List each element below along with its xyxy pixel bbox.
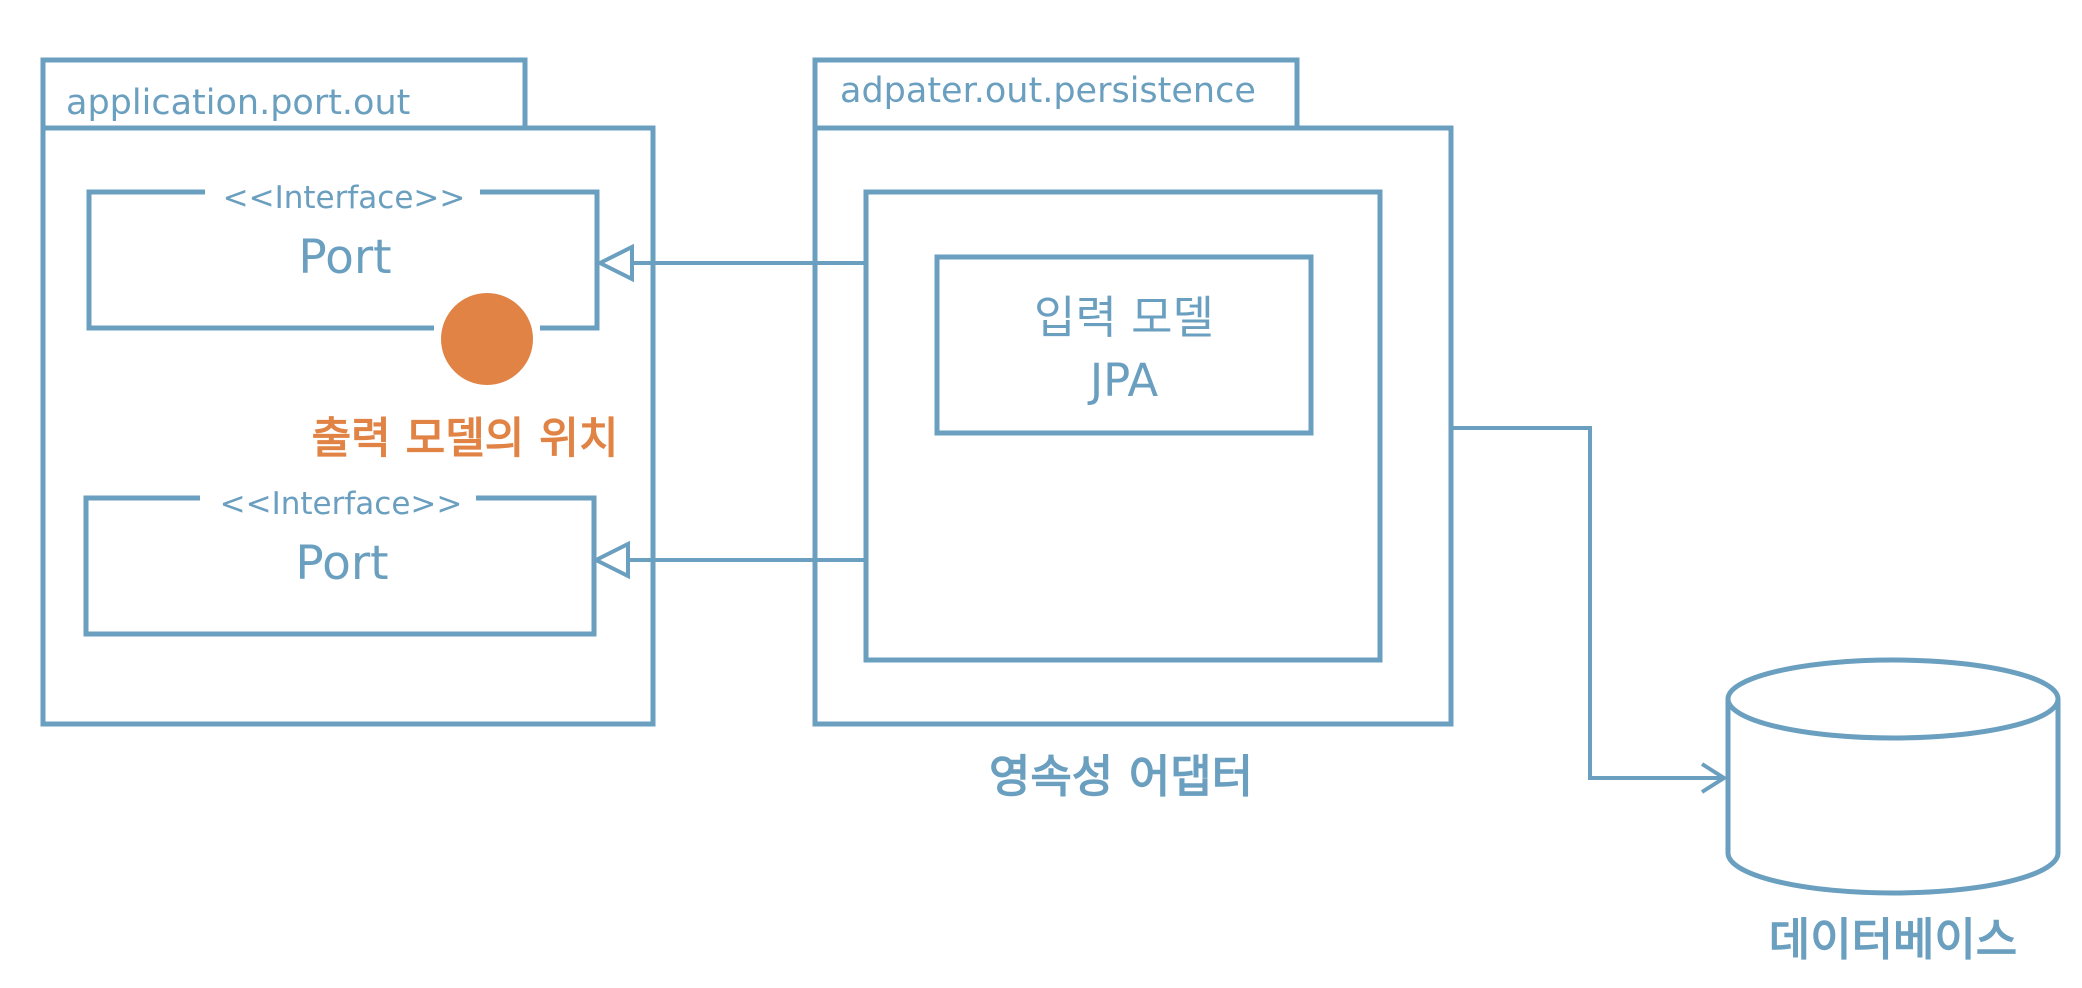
arrow-2-head-icon	[591, 540, 630, 580]
input-model-line-2: JPA	[1087, 354, 1159, 407]
port-1-name: Port	[298, 230, 391, 285]
left-package: application.port.out <<Interface>> Port …	[40, 57, 656, 727]
right-package-label: adpater.out.persistence	[840, 71, 1256, 111]
port-1-frame	[86, 189, 434, 331]
arrow-1-head-icon	[595, 243, 634, 283]
connector-arrow-icon	[1700, 762, 1728, 794]
database-label: 데이터베이스	[1769, 913, 2017, 966]
database-body	[1725, 699, 2061, 896]
database-connector	[1451, 426, 1728, 794]
input-model-line-1: 입력 모델	[1034, 291, 1214, 344]
port-1-stereotype: <<Interface>>	[223, 180, 466, 216]
persistence-adapter-caption: 영속성 어댑터	[989, 750, 1253, 803]
port-2-frame	[83, 495, 597, 637]
connector-path	[1451, 426, 1722, 780]
port-2-stereotype: <<Interface>>	[220, 486, 463, 522]
port-interface-1: <<Interface>> Port	[86, 180, 600, 331]
realization-arrow-1	[595, 243, 866, 283]
left-package-body	[40, 125, 656, 727]
port-1-frame-right	[480, 189, 600, 331]
port-interface-2: <<Interface>> Port	[83, 486, 597, 637]
right-package-body	[812, 125, 1454, 727]
persistence-adapter-box	[863, 189, 1383, 663]
right-package: adpater.out.persistence 입력 모델 JPA 영속성 어댑…	[812, 57, 1454, 803]
realization-arrow-2	[591, 540, 866, 580]
output-model-location-label: 출력 모델의 위치	[312, 414, 619, 464]
database-top	[1725, 657, 2061, 741]
database-cylinder-icon	[1725, 657, 2061, 896]
port-2-name: Port	[295, 536, 388, 591]
input-model-box	[934, 254, 1314, 436]
left-package-label: application.port.out	[66, 83, 410, 123]
output-model-marker-icon	[441, 293, 533, 385]
